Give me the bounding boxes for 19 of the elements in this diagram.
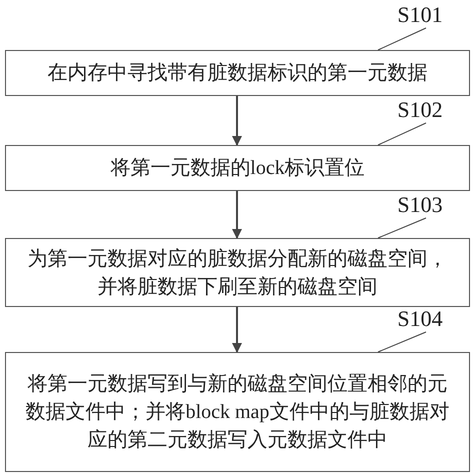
step-number: S101 bbox=[393, 2, 447, 28]
step-text: 在内存中寻找带有脏数据标识的第一元数据 bbox=[48, 61, 428, 86]
step-number: S104 bbox=[393, 306, 447, 332]
process-box bbox=[5, 352, 470, 472]
step-text: 为第一元数据对应的脏数据分配新的磁盘空间，并将脏数据下刷至新的磁盘空间 bbox=[26, 246, 448, 300]
arrow bbox=[232, 96, 242, 146]
step-text: 将第一元数据写到与新的磁盘空间位置相邻的元数据文件中；并将block map文件中的与脏数据对应的第二元数据写入元数据文件中 bbox=[24, 372, 450, 453]
leader-line bbox=[378, 28, 426, 50]
step-number: S102 bbox=[393, 97, 447, 123]
process-box bbox=[5, 238, 470, 307]
leader-line bbox=[378, 122, 426, 146]
leader-line bbox=[378, 332, 426, 352]
step-number: S103 bbox=[393, 192, 447, 218]
process-box bbox=[5, 145, 470, 191]
arrow bbox=[232, 307, 242, 353]
step-text: 将第一元数据的lock标识置位 bbox=[110, 156, 365, 181]
leader-line bbox=[378, 218, 426, 238]
process-box bbox=[5, 50, 470, 96]
arrow bbox=[232, 191, 242, 239]
